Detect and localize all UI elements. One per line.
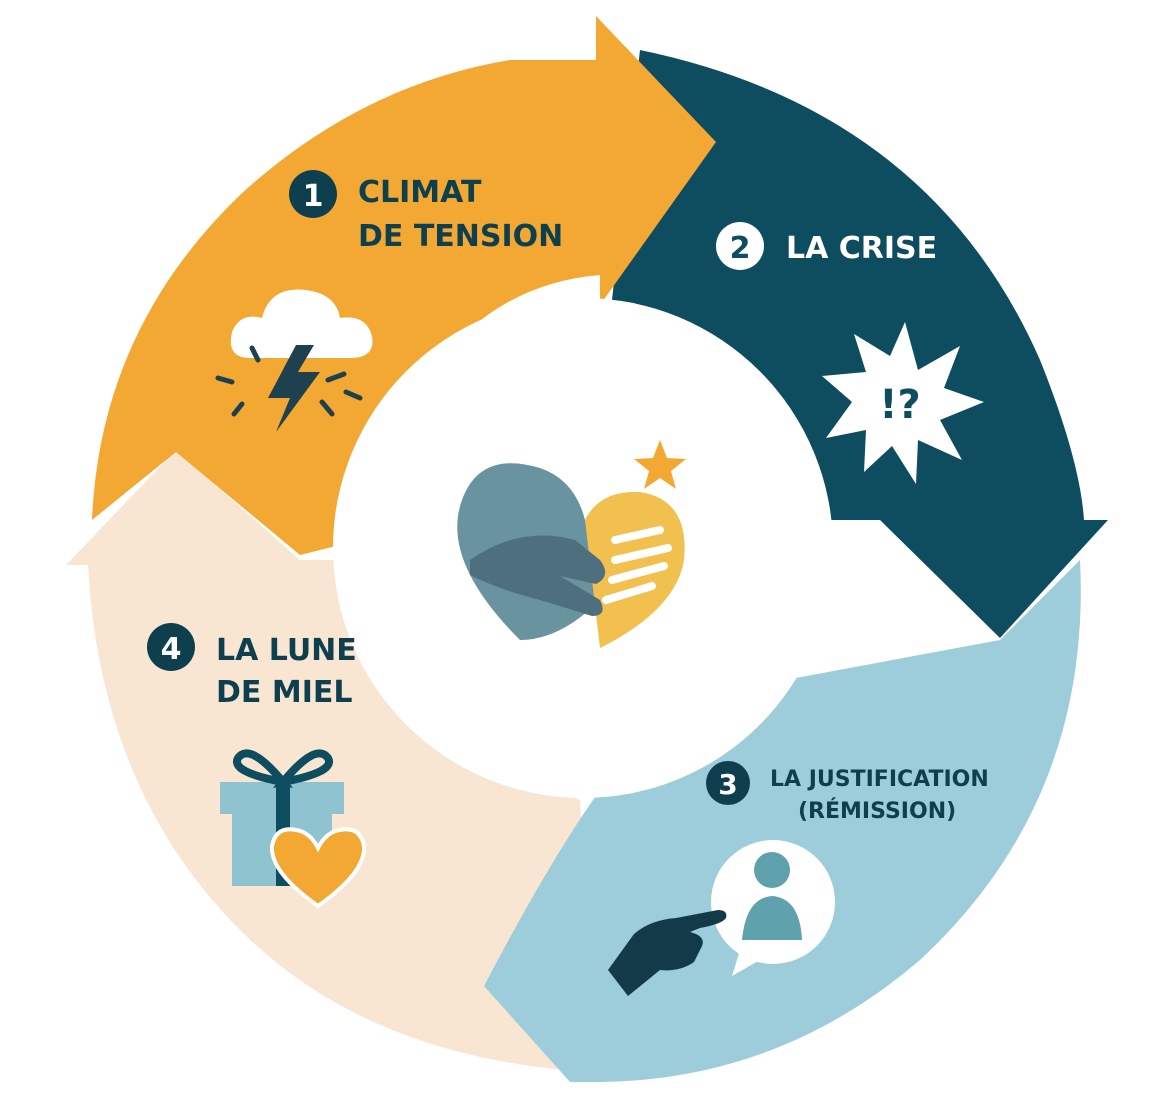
step-4-label: 4 LA LUNE DE MIEL [147,623,357,710]
step-3-label: 3 LA JUSTIFICATION (RÉMISSION) [706,761,989,824]
step-3-badge [706,761,750,805]
step-4-number: 4 [161,632,182,667]
heart-hands-icon [457,440,686,648]
step-1-title-line1: CLIMAT [358,175,482,210]
pointing-hand-icon [608,840,835,996]
step-3-title-line2: (RÉMISSION) [798,798,956,824]
step-4-title-line2: DE MIEL [216,675,352,710]
step-4-title-line1: LA LUNE [216,633,357,668]
step-1-title-line2: DE TENSION [358,219,563,254]
step-2-label: 2 LA CRISE [716,222,937,270]
step-1-badge [289,170,337,218]
step-2-number: 2 [730,231,751,266]
step-2-badge [716,222,764,270]
step-1-number: 1 [303,179,324,214]
gift-heart-icon [220,749,367,909]
step-3-number: 3 [718,768,737,801]
step-1-label: 1 CLIMAT DE TENSION [289,170,563,254]
step-2-title: LA CRISE [786,231,937,266]
burst-text: !? [879,382,920,428]
storm-cloud-icon [215,289,373,432]
segment-climat-tension [92,16,716,555]
step-3-title-line1: LA JUSTIFICATION [770,767,989,792]
explosion-icon: !? [822,322,984,484]
step-4-badge [147,623,195,671]
